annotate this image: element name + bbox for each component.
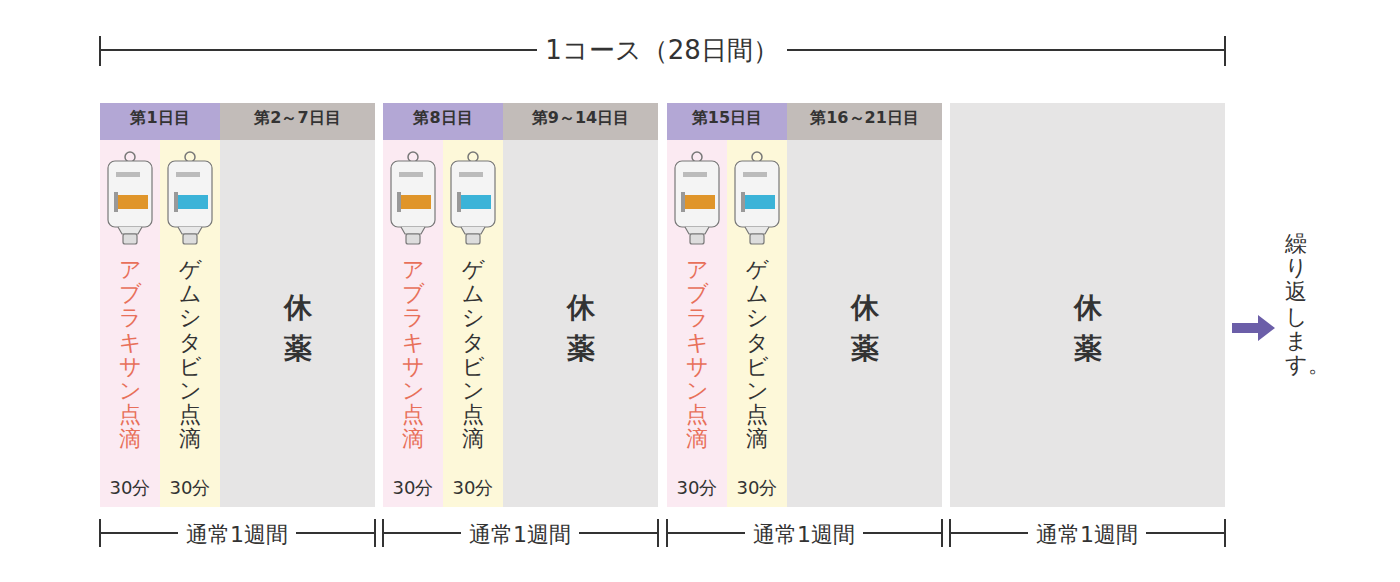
drug-name: ゲムシタビン点滴 bbox=[746, 258, 768, 452]
rest-block: 休薬 bbox=[503, 140, 658, 507]
day-header: 第8日目 bbox=[383, 103, 503, 140]
week-bracket bbox=[666, 519, 668, 547]
drug-name: アブラキサン点滴 bbox=[686, 258, 708, 452]
cell-fill bbox=[503, 140, 658, 507]
duration: 30分 bbox=[110, 477, 151, 499]
day-header: 第9～14日目 bbox=[503, 103, 658, 140]
rest-label: 休薬 bbox=[567, 288, 595, 369]
drug-name: ゲムシタビン点滴 bbox=[179, 258, 201, 452]
cell-fill bbox=[443, 140, 503, 507]
course-bracket bbox=[1224, 36, 1226, 66]
cell-fill bbox=[100, 140, 160, 507]
iv-bag bbox=[168, 152, 212, 244]
rest-block: 休薬 bbox=[787, 140, 942, 507]
cell-fill bbox=[160, 140, 220, 507]
drip-column: ゲムシタビン点滴 30分 bbox=[727, 140, 787, 507]
cell-fill bbox=[220, 103, 375, 140]
drip-column: アブラキサン点滴 30分 bbox=[100, 140, 160, 507]
cell-fill bbox=[667, 140, 727, 507]
rest-label: 休薬 bbox=[851, 288, 879, 369]
cell-fill bbox=[950, 103, 1225, 507]
drug-name: アブラキサン点滴 bbox=[119, 258, 141, 452]
iv-bag bbox=[735, 152, 779, 244]
rest-block: 休薬 bbox=[220, 140, 375, 507]
cell-fill bbox=[787, 140, 942, 507]
week-label: 通常1週間 bbox=[1028, 520, 1146, 550]
cell-fill bbox=[383, 103, 503, 140]
cell-fill bbox=[383, 140, 443, 507]
week-bracket bbox=[949, 519, 951, 547]
cell-fill bbox=[727, 140, 787, 507]
day-label: 第2～7日目 bbox=[254, 108, 340, 127]
week-bracket bbox=[657, 519, 659, 547]
course-bracket bbox=[99, 36, 101, 66]
repeat-note: 繰り返します。 bbox=[1285, 232, 1307, 377]
cell-fill bbox=[503, 103, 658, 140]
day-header: 第1日目 bbox=[100, 103, 220, 140]
week-bracket bbox=[382, 519, 384, 547]
day-header: 第2～7日目 bbox=[220, 103, 375, 140]
cell-fill bbox=[220, 140, 375, 507]
drug-name: ゲムシタビン点滴 bbox=[462, 258, 484, 452]
iv-bag bbox=[451, 152, 495, 244]
drip-column: アブラキサン点滴 30分 bbox=[667, 140, 727, 507]
day-header: 第15日目 bbox=[667, 103, 787, 140]
drip-column: ゲムシタビン点滴 30分 bbox=[160, 140, 220, 507]
iv-bag bbox=[675, 152, 719, 244]
cell-fill bbox=[667, 103, 787, 140]
drip-column: ゲムシタビン点滴 30分 bbox=[443, 140, 503, 507]
day-header: 第16～21日目 bbox=[787, 103, 942, 140]
duration: 30分 bbox=[453, 477, 494, 499]
rest-label: 休薬 bbox=[284, 288, 312, 369]
repeat-arrow bbox=[1232, 315, 1275, 341]
week-bracket bbox=[941, 519, 943, 547]
iv-bag bbox=[391, 152, 435, 244]
week-bracket bbox=[1224, 519, 1226, 547]
duration: 30分 bbox=[737, 477, 778, 499]
duration: 30分 bbox=[677, 477, 718, 499]
cell-fill bbox=[100, 103, 220, 140]
rest-label: 休薬 bbox=[1074, 288, 1102, 369]
week-label: 通常1週間 bbox=[461, 520, 579, 550]
title: 1コース（28日間） bbox=[537, 33, 787, 68]
week-bracket bbox=[374, 519, 376, 547]
day-label: 第16～21日目 bbox=[810, 108, 919, 127]
duration: 30分 bbox=[170, 477, 211, 499]
day-label: 第8日目 bbox=[413, 108, 472, 127]
duration: 30分 bbox=[393, 477, 434, 499]
cell-fill bbox=[787, 103, 942, 140]
day-label: 第9～14日目 bbox=[532, 108, 629, 127]
drip-column: アブラキサン点滴 30分 bbox=[383, 140, 443, 507]
week-label: 通常1週間 bbox=[745, 520, 863, 550]
drug-name: アブラキサン点滴 bbox=[402, 258, 424, 452]
rest-block: 休薬 bbox=[950, 103, 1225, 507]
day-label: 第15日目 bbox=[692, 108, 762, 127]
week-bracket bbox=[99, 519, 101, 547]
week-label: 通常1週間 bbox=[178, 520, 296, 550]
iv-bag bbox=[108, 152, 152, 244]
day-label: 第1日目 bbox=[130, 108, 189, 127]
